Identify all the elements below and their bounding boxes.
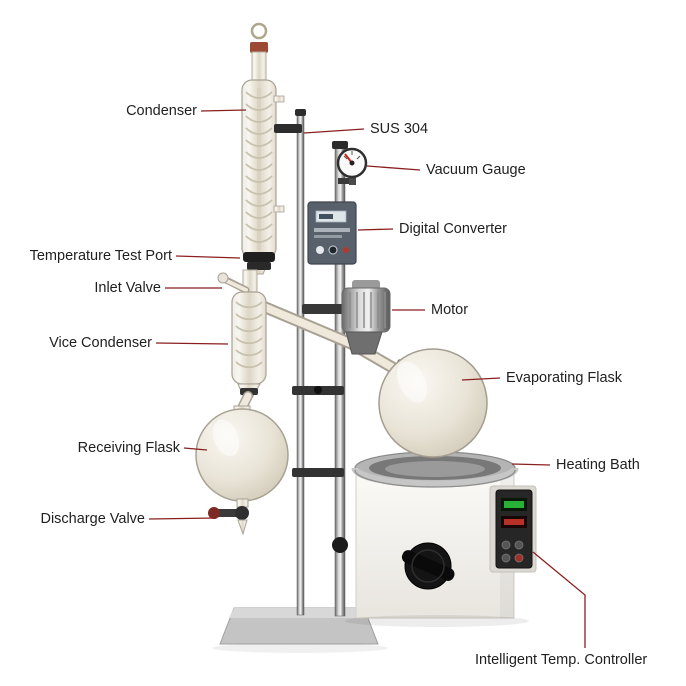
evaporating-flask: [378, 348, 488, 458]
leader-discharge-valve: [148, 517, 217, 520]
leader-digital-converter: [357, 228, 394, 231]
label-digital-converter: Digital Converter: [399, 221, 507, 237]
inlet-tube: [225, 279, 248, 292]
condenser-hook: [250, 22, 268, 40]
stand-rod-left: [296, 114, 305, 616]
gauge-hub: [349, 160, 355, 166]
label-heating-bath: Heating Bath: [556, 457, 640, 473]
label-sus-304: SUS 304: [370, 121, 429, 137]
converter-digits: [319, 214, 333, 219]
label-receiving-flask: Receiving Flask: [77, 440, 180, 456]
vice-condenser: [217, 269, 267, 415]
digital-converter: [307, 201, 357, 265]
controller-button: [501, 540, 511, 550]
vacuum-gauge: [336, 147, 368, 185]
controller-digits-red: [504, 519, 524, 525]
label-vacuum-gauge: Vacuum Gauge: [426, 162, 526, 178]
motor-body: [341, 287, 391, 333]
motor-chuck: [345, 331, 383, 355]
gauge-ticks: [343, 151, 361, 160]
receiving-flask: [195, 405, 289, 536]
bath-shadow: [345, 615, 529, 627]
bath-front-edge: [354, 469, 516, 488]
leader-condenser: [200, 109, 247, 112]
label-motor: Motor: [431, 302, 469, 318]
gauge-stem: [349, 175, 356, 185]
inlet-valve: [217, 272, 229, 284]
controller-button: [514, 540, 524, 550]
evaporating-flask-bulb: [378, 348, 488, 458]
lift-knob: [332, 537, 348, 553]
bath-front-rim: [351, 467, 519, 488]
bath-controls: [401, 485, 537, 590]
label-inlet-valve: Inlet Valve: [94, 280, 161, 296]
label-vice-condenser: Vice Condenser: [49, 335, 152, 351]
leader-temperature-test-port: [175, 255, 241, 259]
label-condenser: Condenser: [126, 103, 197, 119]
leader-vacuum-gauge: [366, 165, 421, 171]
converter-button-red: [343, 247, 349, 253]
condenser-clamp: [274, 124, 302, 133]
discharge-valve-body: [235, 506, 249, 520]
leader-heating-bath: [511, 463, 551, 466]
receiving-flask-highlight: [212, 419, 240, 457]
condenser-clip: [250, 42, 268, 53]
motor-ribs: [349, 292, 386, 328]
motor-mount: [302, 304, 346, 314]
temperature-test-port: [243, 252, 275, 262]
controller-button: [501, 553, 511, 563]
converter-button-light: [316, 246, 324, 254]
rod-clamp-lower: [292, 468, 344, 477]
main-condenser: [241, 22, 302, 275]
rod-cap-left: [295, 109, 306, 116]
converter-label-line2: [314, 235, 342, 238]
leader-sus-304: [303, 128, 365, 134]
leader-vice-condenser: [155, 342, 229, 345]
discharge-valve-handle: [208, 507, 220, 519]
controller-button-red: [514, 553, 524, 563]
leader-lines: [148, 109, 586, 648]
bath-liquid: [385, 461, 485, 477]
converter-button-dark: [328, 245, 338, 255]
hose-barb-bottom: [273, 205, 285, 213]
gauge-bracket: [338, 178, 354, 184]
condenser-coil: [245, 91, 273, 243]
rod-cap-right: [332, 141, 348, 149]
condenser-neck: [251, 51, 267, 81]
hose-barb-top: [273, 95, 285, 103]
leader-evaporating-flask: [461, 377, 501, 381]
receiving-flask-bulb: [195, 408, 289, 502]
label-intelligent-temp-controller: Intelligent Temp. Controller: [475, 652, 648, 668]
vice-condenser-coil: [235, 301, 263, 369]
leader-receiving-flask: [183, 447, 208, 451]
label-discharge-valve: Discharge Valve: [40, 511, 145, 527]
clamp-knob-upper: [314, 386, 322, 394]
flask-highlight: [396, 361, 428, 403]
label-temperature-test-port: Temperature Test Port: [29, 248, 172, 264]
support-stand: [212, 109, 388, 653]
label-evaporating-flask: Evaporating Flask: [506, 370, 623, 386]
leader-intelligent-temp-controller: [532, 551, 586, 648]
controller-digits-green: [504, 501, 524, 508]
base-shadow: [212, 643, 388, 653]
drip-tip: [237, 519, 248, 536]
converter-label-line: [314, 228, 350, 232]
outlet-stem: [236, 498, 249, 508]
port-collar: [247, 262, 271, 270]
bath-knob-ring: [411, 549, 445, 583]
